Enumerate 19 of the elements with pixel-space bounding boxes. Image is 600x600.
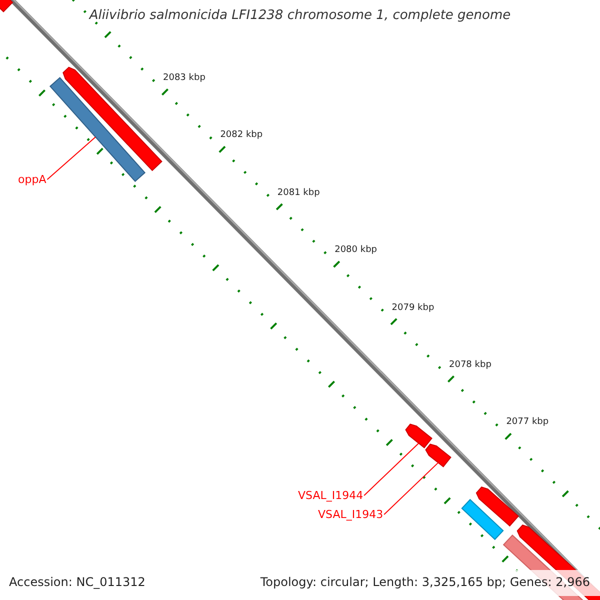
title: Aliivibrio salmonicida LFI1238 chromosome 1, complete genome xyxy=(88,8,512,23)
leader-line xyxy=(384,462,439,515)
gene-label: VSAL_I1943 xyxy=(318,508,384,521)
scale-label: 2078 kbp xyxy=(449,360,492,370)
scale-label: 2079 kbp xyxy=(392,302,434,313)
gene-bar xyxy=(49,76,146,182)
gene-bar xyxy=(425,444,452,468)
footer-text: Topology: circular; Length: 3,325,165 bp; Genes: 2,966 xyxy=(260,575,590,589)
gene-label: oppA xyxy=(18,173,46,186)
leader-line xyxy=(46,136,96,180)
footer-text: Accession: NC_011312 xyxy=(9,575,146,589)
scale-label: 2077 kbp xyxy=(506,417,549,428)
gene-bar xyxy=(405,424,432,448)
scale-label: 2081 kbp xyxy=(277,188,320,198)
scale-label: 2082 kbp xyxy=(220,130,263,140)
scale-label: 2080 kbp xyxy=(334,245,377,256)
scale-label: 2083 kbp xyxy=(163,73,206,83)
leader-line xyxy=(364,442,420,496)
gene-label: VSAL_I1944 xyxy=(298,489,364,502)
